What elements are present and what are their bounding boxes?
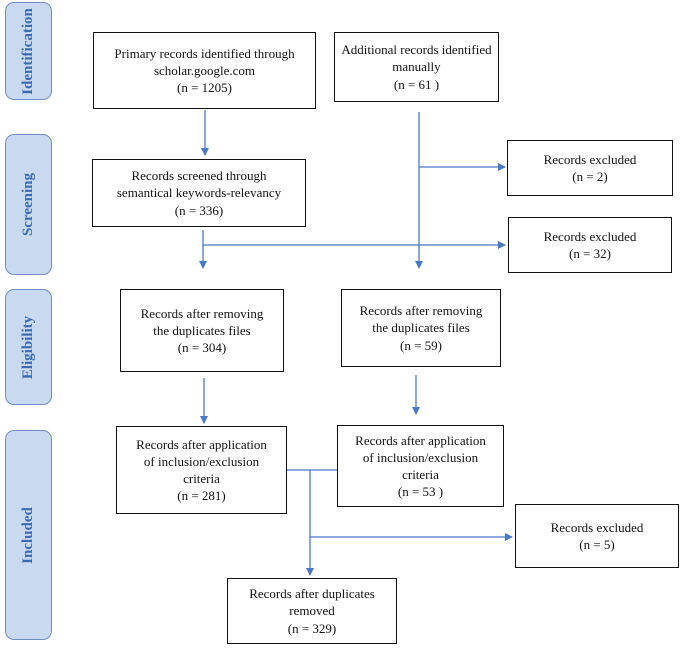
incl-left-count: (n = 281) xyxy=(177,488,226,504)
screened-line-1: Records screened through xyxy=(131,168,267,184)
box-inclusion-left: Records after application of inclusion/e… xyxy=(116,426,287,514)
phase-screening: Screening xyxy=(5,134,52,275)
phase-eligibility: Eligibility xyxy=(5,289,52,405)
incl-right-count: (n = 53 ) xyxy=(397,484,444,500)
box-excluded-3: Records excluded (n = 5) xyxy=(515,504,679,568)
box-inclusion-right: Records after application of inclusion/e… xyxy=(337,425,504,507)
dedup-right-count: (n = 59) xyxy=(400,337,442,353)
excluded-3-count: (n = 5) xyxy=(579,537,615,552)
incl-left-line-2: of inclusion/exclusion xyxy=(143,453,260,469)
incl-left-line-1: Records after application xyxy=(136,436,267,452)
final-count: (n = 329) xyxy=(287,620,337,636)
primary-line-1: Primary records identified through xyxy=(114,45,295,61)
screened-line-2: semantical keywords-relevancy xyxy=(116,185,282,201)
final-line-2: removed xyxy=(289,603,335,619)
box-excluded-1: Records excluded (n = 2) xyxy=(507,140,673,196)
primary-line-2: scholar.google.com xyxy=(153,62,256,78)
additional-count: (n = 61 ) xyxy=(393,76,440,92)
incl-left-line-3: criteria xyxy=(183,471,220,486)
additional-line-2: manually xyxy=(392,59,441,75)
dedup-left-line-1: Records after removing xyxy=(140,305,264,321)
excluded-1-line-1: Records excluded xyxy=(543,151,637,167)
box-primary-records: Primary records identified through schol… xyxy=(93,32,316,109)
excluded-2-line-1: Records excluded xyxy=(543,228,637,244)
box-final-records: Records after duplicates removed (n = 32… xyxy=(227,578,397,644)
dedup-left-line-2: the duplicates files xyxy=(153,322,251,338)
final-line-1: Records after duplicates xyxy=(249,586,375,602)
incl-right-line-2: of inclusion/exclusion xyxy=(362,449,479,465)
phase-identification: Identification xyxy=(5,2,52,100)
incl-right-line-3: criteria xyxy=(402,467,439,482)
incl-right-line-1: Records after application xyxy=(355,432,486,448)
additional-line-1: Additional records identified xyxy=(341,42,492,58)
box-dedup-right: Records after removing the duplicates fi… xyxy=(341,289,501,367)
dedup-left-count: (n = 304) xyxy=(177,340,227,356)
screened-count: (n = 336) xyxy=(174,202,224,218)
box-excluded-2: Records excluded (n = 32) xyxy=(508,217,672,273)
box-records-screened: Records screened through semantical keyw… xyxy=(92,159,306,227)
excluded-3-line-1: Records excluded xyxy=(550,519,644,535)
excluded-1-count: (n = 2) xyxy=(572,169,608,184)
primary-count: (n = 1205) xyxy=(177,80,232,96)
box-dedup-left: Records after removing the duplicates fi… xyxy=(120,289,284,372)
box-additional-records: Additional records identified manually (… xyxy=(334,32,499,102)
excluded-2-count: (n = 32) xyxy=(569,246,611,261)
dedup-right-line-1: Records after removing xyxy=(359,303,483,319)
phase-included: Included xyxy=(5,430,52,640)
dedup-right-line-2: the duplicates files xyxy=(372,320,470,336)
